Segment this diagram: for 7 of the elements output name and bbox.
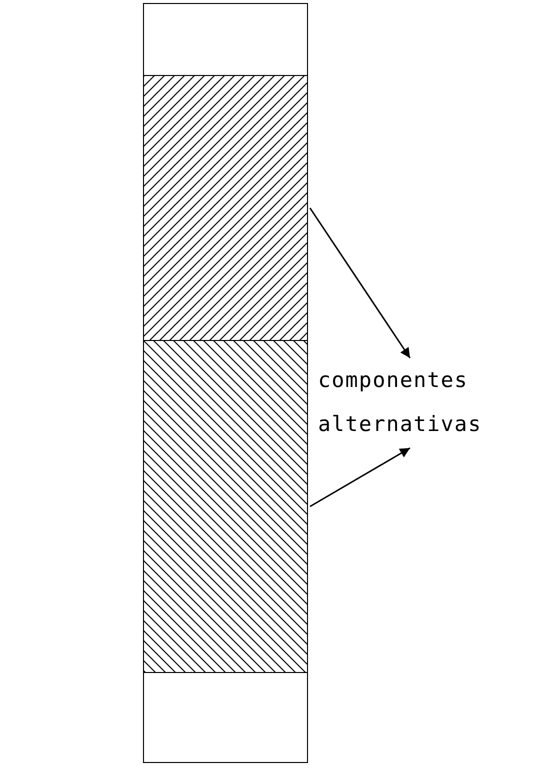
arrow [310,447,410,508]
column-section [143,672,308,763]
column-section [143,3,308,76]
hatched-section [143,75,308,341]
hatched-section [143,340,308,673]
arrow [309,208,411,358]
annotation-text: componentes alternativas [318,358,540,448]
